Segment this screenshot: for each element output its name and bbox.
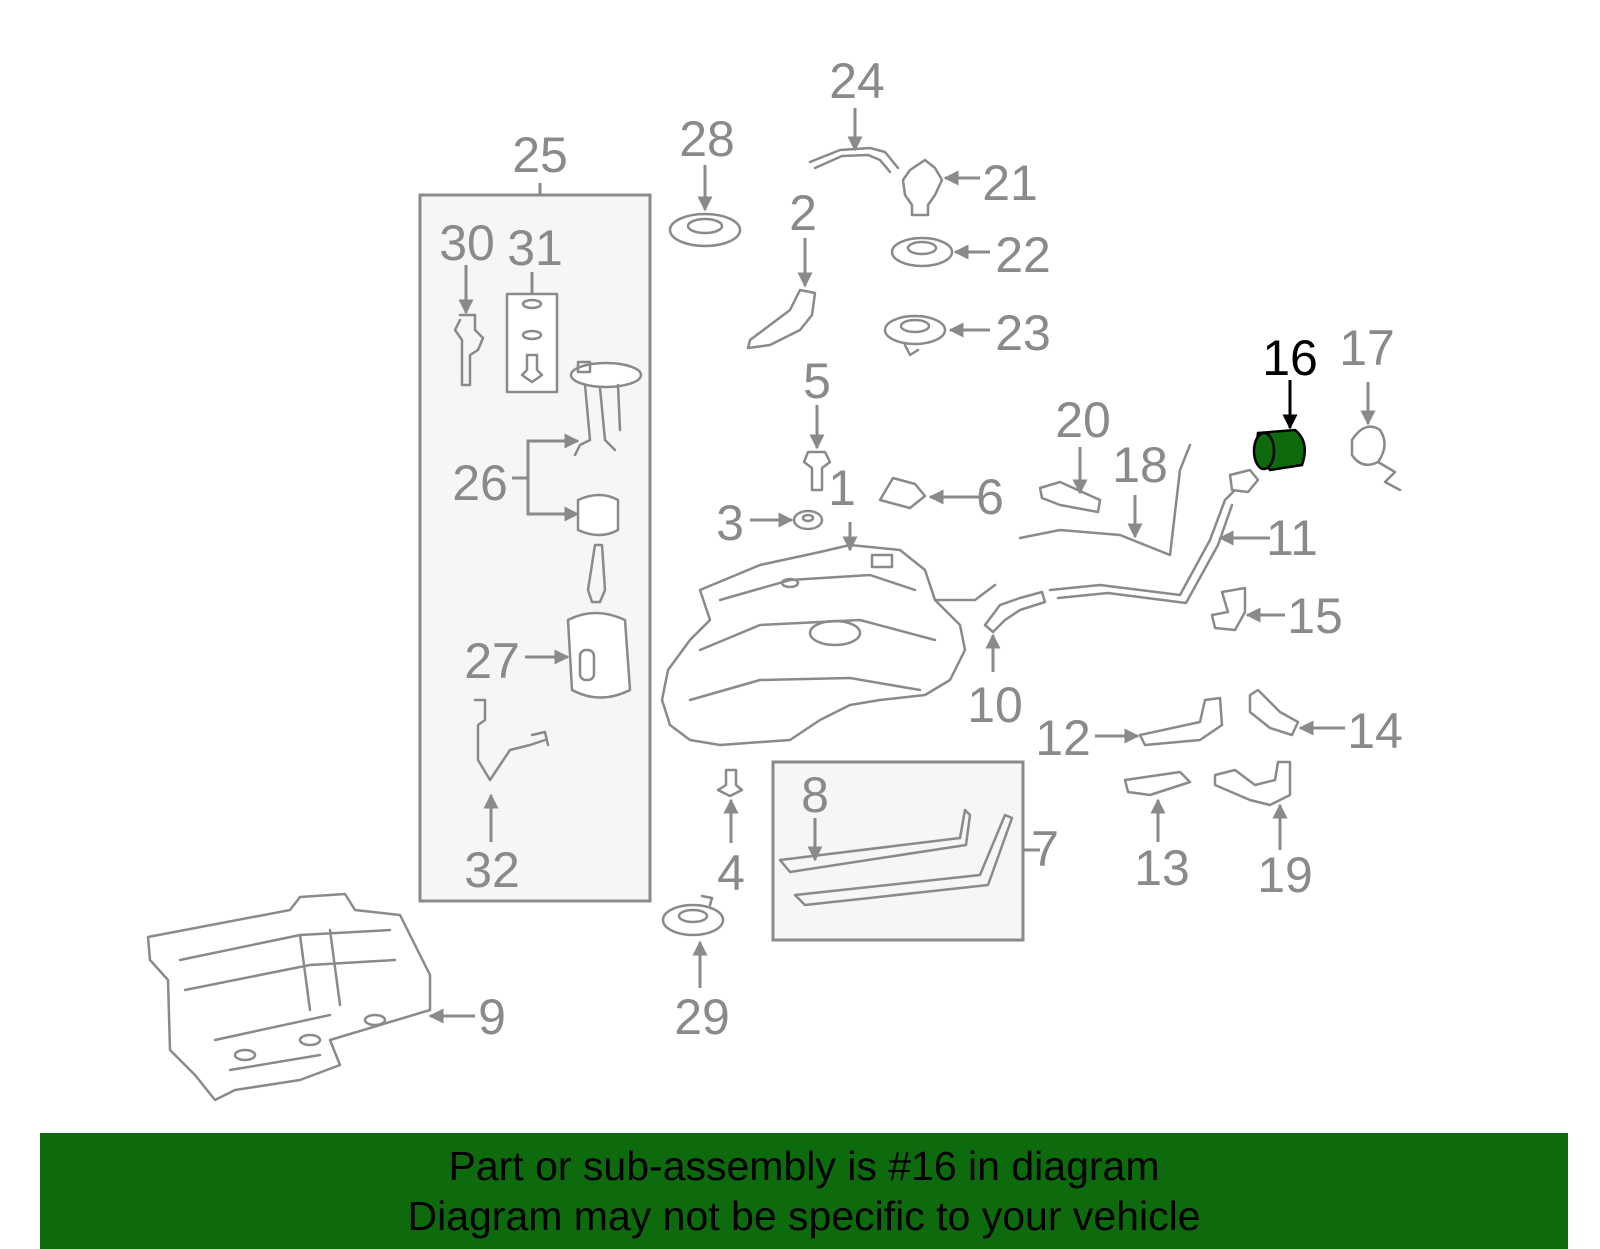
callout-11: 11 bbox=[1266, 510, 1318, 566]
callout-10: 10 bbox=[967, 677, 1023, 733]
callout-13: 13 bbox=[1134, 840, 1190, 896]
info-banner: Part or sub-assembly is #16 in diagram D… bbox=[40, 1133, 1568, 1249]
callout-15: 15 bbox=[1287, 588, 1343, 644]
ring-part-29 bbox=[661, 894, 725, 937]
callout-19: 19 bbox=[1257, 847, 1313, 903]
hose-part-24 bbox=[808, 146, 900, 174]
callout-30: 30 bbox=[439, 215, 495, 271]
filler-door-part-17 bbox=[1350, 425, 1402, 492]
valve-part-21 bbox=[901, 158, 944, 217]
hose-part-15 bbox=[1210, 586, 1247, 632]
bracket-part-13 bbox=[1123, 770, 1192, 797]
callout-4: 4 bbox=[717, 845, 745, 901]
hose-part-10 bbox=[983, 590, 1047, 634]
bracket-part-6 bbox=[878, 476, 927, 510]
pump-module-part-26 bbox=[569, 360, 643, 604]
callout-1: 1 bbox=[828, 460, 856, 516]
callout-27: 27 bbox=[464, 633, 520, 689]
bracket-part-12 bbox=[1138, 696, 1224, 747]
banner-line-part-info: Part or sub-assembly is #16 in diagram bbox=[448, 1143, 1160, 1189]
callout-6: 6 bbox=[976, 469, 1004, 525]
callout-8: 8 bbox=[801, 767, 829, 823]
callout-7: 7 bbox=[1031, 821, 1059, 877]
callout-24: 24 bbox=[829, 53, 885, 109]
sender-part-32 bbox=[473, 698, 550, 782]
gasket-kit-part-31 bbox=[505, 292, 559, 394]
callout-29: 29 bbox=[674, 989, 730, 1045]
grommet-part-3 bbox=[792, 509, 824, 531]
fuel-cap-part-16-highlighted bbox=[1252, 428, 1307, 472]
callout-28: 28 bbox=[679, 111, 735, 167]
ring-part-23 bbox=[883, 314, 947, 357]
callout-9: 9 bbox=[478, 989, 506, 1045]
clip-part-4 bbox=[716, 768, 744, 798]
callout-32: 32 bbox=[464, 842, 520, 898]
callout-22: 22 bbox=[995, 227, 1051, 283]
bracket-part-14 bbox=[1248, 688, 1300, 737]
bracket-part-2 bbox=[746, 288, 817, 350]
bracket-part-19 bbox=[1213, 760, 1292, 807]
clip-part-20 bbox=[1038, 480, 1102, 514]
ring-part-28 bbox=[668, 212, 742, 248]
callout-20: 20 bbox=[1055, 392, 1111, 448]
bolt-part-5 bbox=[802, 450, 832, 492]
callout-12: 12 bbox=[1035, 710, 1091, 766]
callout-21: 21 bbox=[982, 155, 1038, 211]
harness-part-30 bbox=[453, 313, 485, 387]
callout-25: 25 bbox=[512, 127, 568, 183]
callout-16: 16 bbox=[1262, 330, 1318, 386]
callout-31: 31 bbox=[507, 220, 563, 276]
callout-2: 2 bbox=[789, 185, 817, 241]
callout-3: 3 bbox=[716, 495, 744, 551]
strap-part-8 bbox=[778, 808, 1014, 907]
callout-5: 5 bbox=[803, 353, 831, 409]
gasket-part-22 bbox=[890, 236, 954, 268]
banner-line-disclaimer: Diagram may not be specific to your vehi… bbox=[407, 1193, 1201, 1239]
callout-17: 17 bbox=[1339, 320, 1395, 376]
callout-23: 23 bbox=[995, 305, 1051, 361]
pump-part-27 bbox=[566, 611, 632, 699]
callout-26: 26 bbox=[452, 455, 508, 511]
fuel-tank-part-1 bbox=[660, 543, 997, 747]
callout-14: 14 bbox=[1347, 703, 1403, 759]
heat-shield-part-9 bbox=[146, 892, 432, 1102]
callout-18: 18 bbox=[1112, 437, 1168, 493]
